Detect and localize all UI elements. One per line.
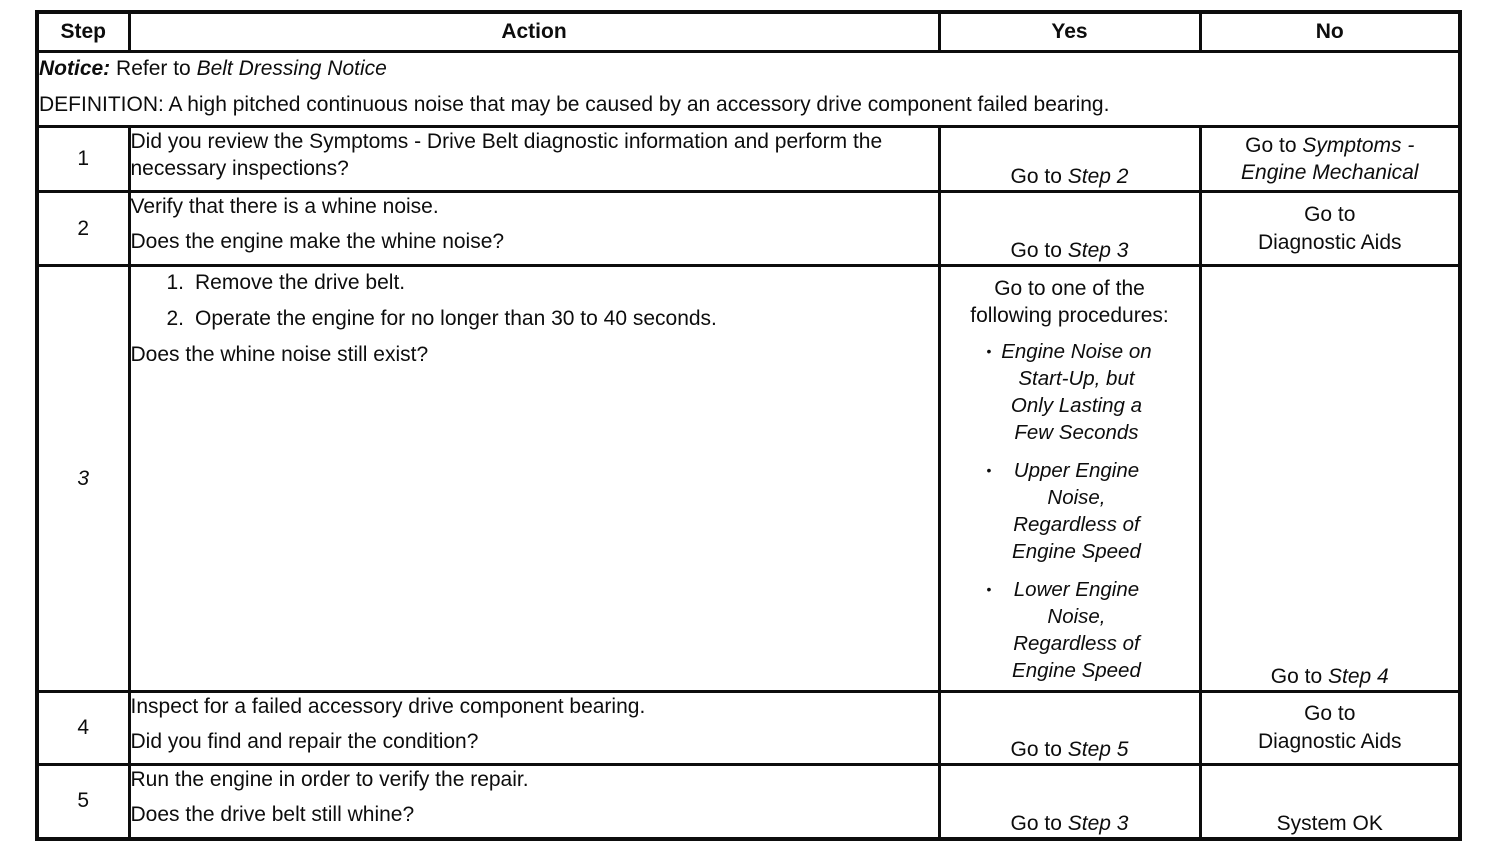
table-row-step-1: 1 Did you review the Symptoms - Drive Be… [35,125,1462,193]
col-header-no: No [1198,10,1462,53]
goto-target: Step 5 [1067,738,1129,761]
item-text: Remove the drive belt. [195,271,406,294]
yes-cell: Go to one of the following procedures: •… [937,264,1202,693]
col-header-yes: Yes [937,10,1202,53]
diagnostic-table: Step Action Yes No Notice: Refer to Belt… [35,10,1462,841]
action-cell: Run the engine in order to verify the re… [127,763,941,840]
goto-line2: Diagnostic Aids [1257,730,1402,753]
action-statement: Inspect for a failed accessory drive com… [130,695,646,718]
item-number: 1. [166,271,185,294]
action-cell: 1. Remove the drive belt. 2. Operate the e… [127,264,941,693]
goto-prefix: Go to [1245,134,1303,157]
action-question: Does the engine make the whine noise? [130,230,505,253]
procedure-name: Lower Engine Noise, Regardless of Engine… [1012,578,1141,682]
table-row-step-2: 2 Verify that there is a whine noise. Do… [35,190,1462,267]
list-item: • Engine Noise on Start-Up, but Only Last… [942,338,1197,446]
goto-text: Go to Diagnostic Aids [1203,201,1457,257]
list-item: • Lower Engine Noise, Regardless of Engin… [942,576,1197,684]
list-item: • Upper Engine Noise, Regardless of Engin… [942,457,1197,565]
action-question: Does the drive belt still whine? [130,803,415,826]
bullet-icon: • [986,343,992,359]
goto-text: Go to Step 2 [1011,165,1129,188]
item-text: Operate the engine for no longer than 30… [195,307,717,330]
bullet-icon: • [986,581,992,597]
notice-row: Notice: Refer to Belt Dressing Notice DE… [35,50,1462,128]
yes-cell: Go to Step 3 [937,763,1202,840]
goto-text: Go to Step 3 [1011,239,1129,262]
procedures-intro: Go to one of the following procedures: [970,277,1169,327]
notice-cell: Notice: Refer to Belt Dressing Notice DE… [35,50,1462,128]
no-cell: Go to Diagnostic Aids [1198,190,1462,267]
action-question: Does the whine noise still exist? [130,343,429,366]
goto-text: Go to Step 3 [1011,812,1129,835]
goto-prefix: Go to [1270,665,1328,688]
goto-prefix: Go to [1010,738,1068,761]
action-cell: Verify that there is a whine noise. Does… [127,190,941,267]
goto-prefix: Go to [1010,239,1068,262]
notice-label: Notice: [39,57,111,80]
no-cell: Go to Step 4 [1198,264,1462,693]
col-header-step: Step [35,10,131,53]
procedure-name: Upper Engine Noise, Regardless of Engine… [1012,459,1141,563]
header-row: Step Action Yes No [35,10,1462,53]
col-header-action: Action [127,10,941,53]
action-cell: Did you review the Symptoms - Drive Belt… [127,125,941,193]
goto-target: Step 4 [1327,665,1389,688]
goto-prefix: Go to [1010,811,1068,835]
bullet-icon: • [986,462,992,478]
goto-line2: Diagnostic Aids [1257,230,1402,254]
numbered-item: 2. Operate the engine for no longer than … [132,305,936,332]
step-cell: 3 [35,264,131,693]
goto-target: Step 3 [1067,239,1129,262]
action-cell: Inspect for a failed accessory drive com… [127,690,941,766]
goto-target: Symptoms - Engine Mechanical [1241,134,1419,184]
action-text: Did you review the Symptoms - Drive Belt… [130,130,883,180]
action-statement: Run the engine in order to verify the re… [130,768,529,791]
goto-target: Step 2 [1067,165,1129,188]
procedure-name: Engine Noise on Start-Up, but Only Lasti… [1001,340,1152,444]
item-number: 2. [166,307,185,330]
notice-line: Notice: Refer to Belt Dressing Notice [39,55,1457,86]
notice-reference: Belt Dressing Notice [196,57,387,80]
goto-line1: Go to [1304,702,1356,725]
no-cell: Go to Symptoms - Engine Mechanical [1198,125,1462,193]
yes-cell: Go to Step 2 [937,125,1202,193]
notice-body: Refer to [110,57,197,80]
table-row-step-4: 4 Inspect for a failed accessory drive c… [35,690,1462,766]
step-cell: 2 [35,190,131,267]
no-cell: Go to Diagnostic Aids [1198,690,1462,766]
step-cell: 5 [35,763,131,840]
table-row-step-5: 5 Run the engine in order to verify the … [35,763,1462,840]
action-question: Did you find and repair the condition? [130,730,479,753]
goto-line1: Go to [1304,202,1356,226]
step-cell: 1 [35,125,131,193]
no-cell: System OK [1198,763,1462,840]
goto-text: Go to Step 4 [1271,665,1389,688]
goto-target: Step 3 [1067,811,1129,835]
definition-line: DEFINITION: A high pitched continuous no… [39,93,1110,116]
goto-prefix: Go to [1010,165,1068,188]
goto-text: Go to Step 5 [1011,738,1129,761]
goto-text: Go to Diagnostic Aids [1203,700,1457,756]
step-cell: 4 [35,690,131,766]
goto-text: Go to Symptoms - Engine Mechanical [1227,132,1432,186]
status-text: System OK [1276,811,1383,835]
yes-cell: Go to Step 5 [937,690,1202,766]
yes-cell: Go to Step 3 [937,190,1202,267]
action-statement: Verify that there is a whine noise. [130,195,439,218]
numbered-item: 1. Remove the drive belt. [132,269,936,296]
table-row-step-3: 3 1. Remove the drive belt. 2. Operate the… [35,264,1462,693]
